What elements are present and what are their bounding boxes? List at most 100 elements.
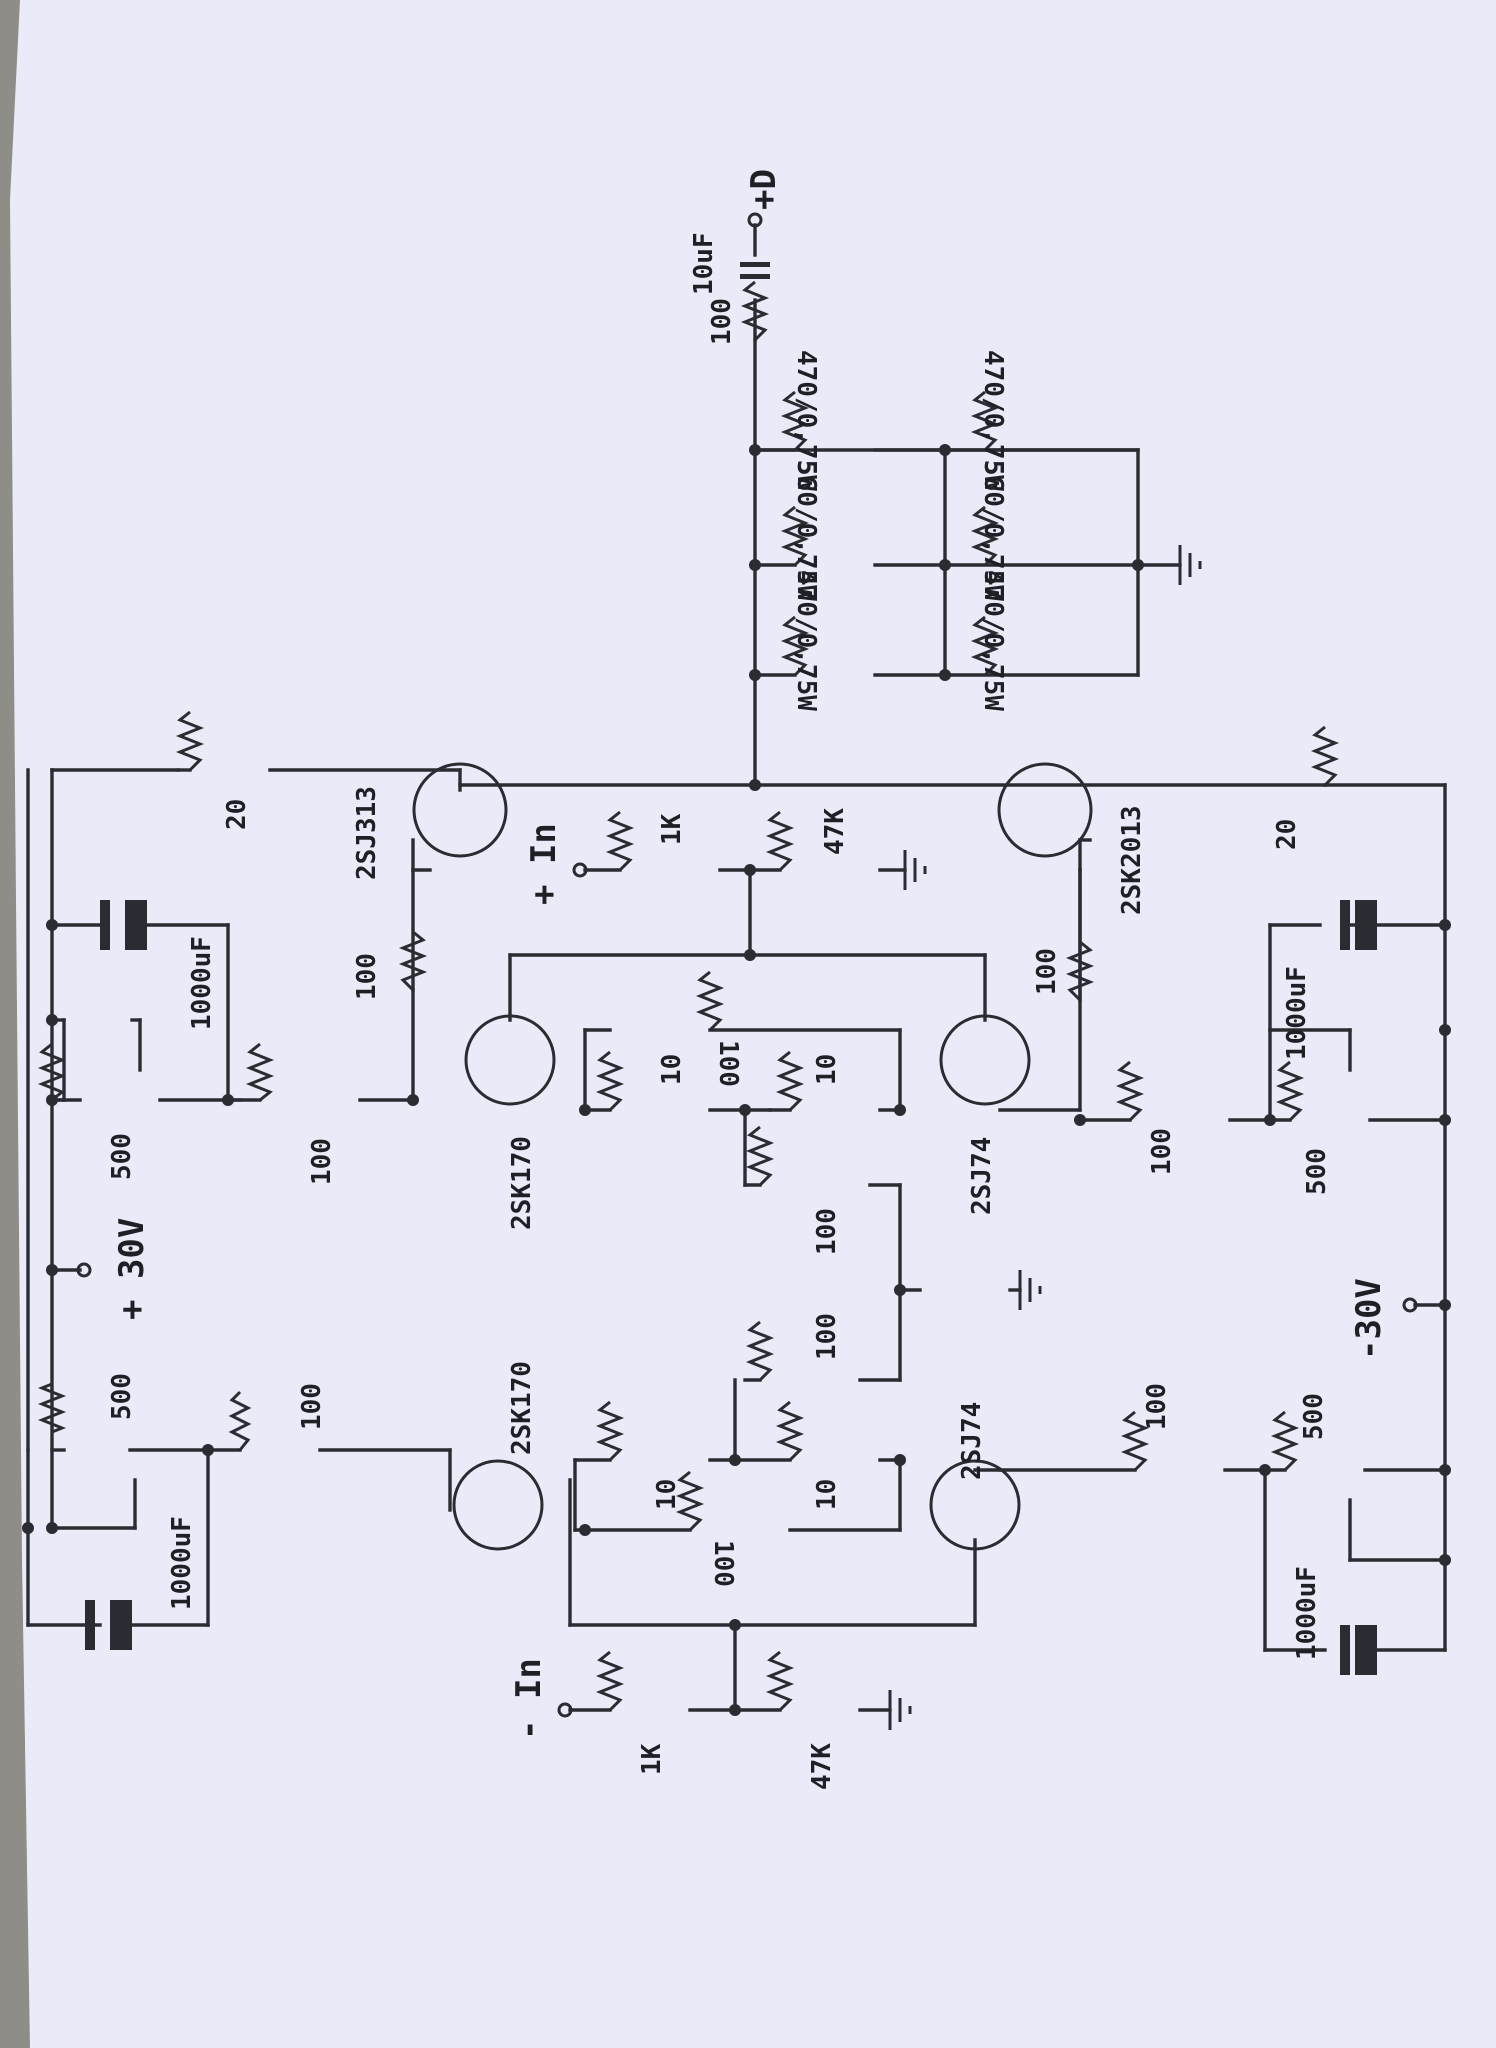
ground-icon <box>903 850 927 890</box>
resistor-100-mid-2 <box>745 1320 775 1382</box>
label-mosfet-top: 2SJ313 <box>352 786 382 880</box>
resistor-100-gate-bot <box>1065 940 1095 1002</box>
label-load-1: 470/0,75W <box>791 570 821 711</box>
label-deg-r1: 10 <box>657 1054 687 1085</box>
label-jfet-bl: 2SJ74 <box>957 1402 987 1480</box>
label-load-4: 470/0,75W <box>978 570 1008 711</box>
label-load-5: 560/0,75W <box>978 460 1008 601</box>
label-47k-neg: 47K <box>807 1743 837 1790</box>
label-jfet-tr: 2SK170 <box>507 1136 537 1230</box>
resistor-load-5 <box>970 505 1000 567</box>
mosfet-top <box>412 762 508 858</box>
label-cap-bl: 1000uF <box>1292 1566 1322 1660</box>
resistor-100-mid-1 <box>745 1125 775 1187</box>
mosfet-bot <box>997 762 1093 858</box>
capacitor-tr <box>100 900 147 950</box>
label-jfet-tl: 2SK170 <box>507 1361 537 1455</box>
label-trim-l: 100 <box>708 1540 738 1587</box>
labels: + 30V -30V + In - In +D 500 500 500 500 … <box>107 169 1389 1790</box>
resistor-10-d <box>775 1400 805 1462</box>
label-supply-neg: -30V <box>1349 1278 1389 1360</box>
label-r100-mid-1: 100 <box>812 1208 842 1255</box>
transistors <box>412 762 1093 1551</box>
resistor-pot-bl <box>1270 1410 1300 1472</box>
label-pot-tr: 500 <box>107 1133 137 1180</box>
jfet-top-right <box>464 1014 556 1106</box>
paper-sheet <box>10 0 1496 2048</box>
resistor-load-1 <box>780 615 810 677</box>
label-r100-br: 100 <box>1147 1128 1177 1175</box>
terminal-in-neg <box>557 1702 573 1718</box>
terminal-pos30 <box>76 1262 92 1278</box>
resistor-20-bot <box>1310 725 1340 787</box>
label-trim-r: 100 <box>713 1040 743 1087</box>
label-1k-neg: 1K <box>637 1743 667 1775</box>
resistor-10-a <box>595 1050 625 1112</box>
resistor-load-4 <box>970 615 1000 677</box>
resistor-20-top <box>175 710 205 772</box>
jfet-top-left <box>452 1459 544 1551</box>
terminals <box>76 212 1418 1718</box>
label-deg-l1: 10 <box>652 1479 682 1510</box>
label-cap-br: 1000uF <box>1282 966 1312 1060</box>
terminal-out <box>747 212 763 228</box>
wiring <box>26 223 1447 1712</box>
ground-icon <box>1018 1270 1042 1310</box>
resistor-pot-tr <box>37 1042 67 1102</box>
resistor-out-100 <box>740 280 770 342</box>
terminal-in-pos <box>572 862 588 878</box>
label-r20-top: 20 <box>222 799 252 830</box>
terminal-neg30 <box>1402 1297 1418 1313</box>
capacitor-tl <box>85 1600 132 1650</box>
label-r100-gate-bot: 100 <box>1032 948 1062 995</box>
resistor-load-3 <box>780 390 810 452</box>
label-cap-tr: 1000uF <box>187 936 217 1030</box>
label-jfet-br: 2SJ74 <box>967 1137 997 1215</box>
resistor-load-2 <box>780 505 810 567</box>
resistor-47k-pos <box>765 810 795 872</box>
label-deg-l2: 10 <box>812 1479 842 1510</box>
label-supply-pos: + 30V <box>112 1218 152 1320</box>
label-r100-tr: 100 <box>307 1138 337 1185</box>
label-load-3: 470/0,75W <box>791 350 821 491</box>
label-cap-tl: 1000uF <box>167 1516 197 1610</box>
label-r100-bl: 100 <box>1142 1383 1172 1430</box>
label-r-out: 100 <box>707 298 737 345</box>
label-deg-r2: 10 <box>812 1054 842 1085</box>
resistor-100-gate-top <box>398 930 428 992</box>
resistor-1k-neg <box>595 1650 625 1712</box>
junctions <box>22 444 1451 1716</box>
resistor-trim-top <box>695 970 725 1032</box>
label-load-2: 560/0,75W <box>791 460 821 601</box>
label-output: +D <box>744 169 784 210</box>
label-pot-br: 500 <box>1302 1148 1332 1195</box>
capacitor-output <box>740 262 770 279</box>
label-r100-mid-2: 100 <box>812 1313 842 1360</box>
label-47k-pos: 47K <box>820 808 850 855</box>
resistor-pot-br <box>1275 1060 1305 1122</box>
label-pot-bl: 500 <box>1299 1393 1329 1440</box>
jfet-bot-right <box>939 1014 1031 1106</box>
label-mosfet-bot: 2SK2013 <box>1117 805 1147 915</box>
resistor-100-br <box>1115 1060 1145 1122</box>
ground-icon <box>1178 545 1202 585</box>
label-r100-tl: 100 <box>297 1383 327 1430</box>
label-r20-bot: 20 <box>1272 819 1302 850</box>
jfet-bot-left <box>929 1459 1021 1551</box>
label-1k-pos: 1K <box>657 813 687 845</box>
resistor-trim-bot <box>675 1470 705 1532</box>
label-input-neg: - In <box>509 1658 549 1740</box>
resistors <box>37 280 1340 1712</box>
resistor-100-tr <box>245 1042 275 1102</box>
ground-icon <box>888 1690 912 1730</box>
resistor-100-tl <box>228 1390 252 1451</box>
resistor-47k-neg <box>765 1650 795 1712</box>
capacitor-bl <box>1340 1625 1377 1675</box>
label-input-pos: + In <box>524 823 564 905</box>
capacitors <box>85 262 1377 1675</box>
label-load-6: 470/0,75W <box>978 350 1008 491</box>
label-r100-gate-top: 100 <box>352 953 382 1000</box>
ground-symbols <box>888 545 1202 1730</box>
